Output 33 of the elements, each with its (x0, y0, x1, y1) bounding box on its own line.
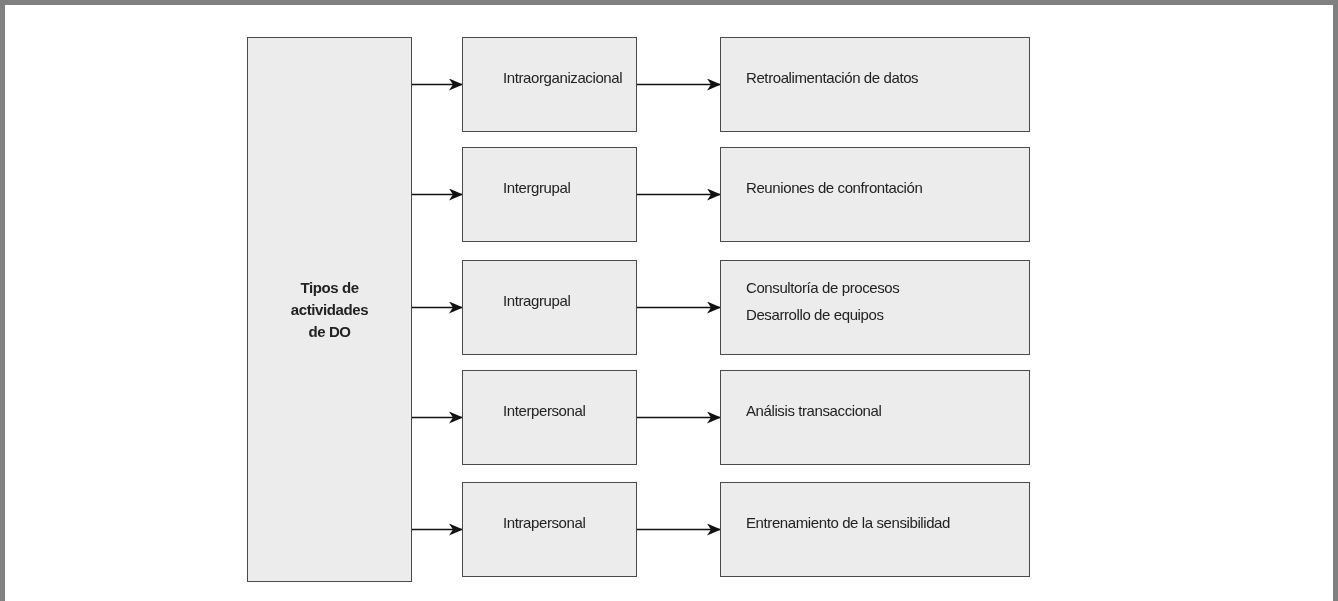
box-label: Reuniones de confrontación (746, 178, 923, 199)
arrow (636, 188, 721, 201)
arrow (636, 411, 721, 424)
box-label: Intragrupal (503, 291, 571, 312)
process-box (462, 370, 637, 465)
process-box (462, 37, 637, 132)
arrow (636, 301, 721, 314)
process-box (462, 482, 637, 577)
arrow (411, 411, 463, 424)
process-box (462, 260, 637, 355)
process-box (462, 147, 637, 242)
box-label: Intrapersonal (503, 513, 586, 534)
box-label: Desarrollo de equipos (746, 304, 884, 325)
box-label: Análisis transaccional (746, 401, 882, 422)
process-box (720, 260, 1030, 355)
box-label: Interpersonal (503, 401, 586, 422)
arrow (411, 78, 463, 91)
arrow (411, 523, 463, 536)
process-box (720, 482, 1030, 577)
arrow (411, 301, 463, 314)
arrow (636, 78, 721, 91)
arrow (636, 523, 721, 536)
box-label: Intraorganizacional (503, 68, 623, 89)
process-box (720, 147, 1030, 242)
process-box (720, 37, 1030, 132)
box-label: Consultoría de procesos (746, 278, 900, 298)
process-box (720, 370, 1030, 465)
box-label: Intergrupal (503, 178, 571, 199)
box-label: Tipos de actividades de DO (289, 277, 370, 342)
box-label: Retroalimentación de datos (746, 68, 919, 89)
box-label: Entrenamiento de la sensibilidad (746, 513, 950, 534)
process-box (247, 37, 412, 582)
arrow (411, 188, 463, 201)
